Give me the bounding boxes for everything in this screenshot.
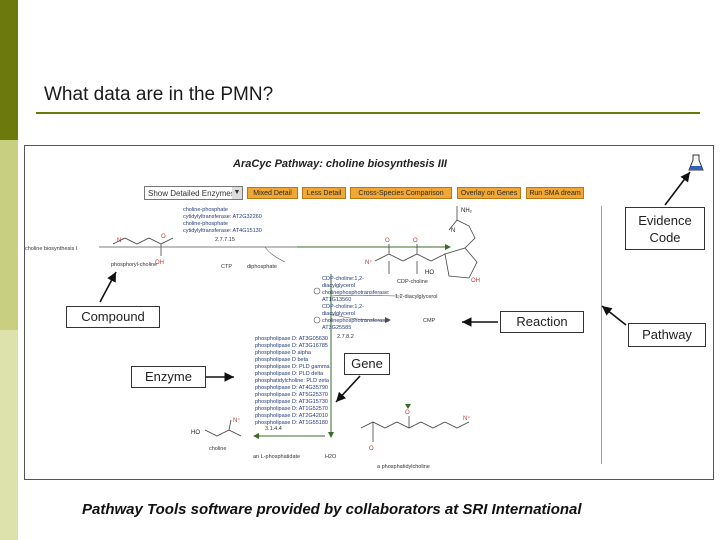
enzyme-list-middle[interactable]: CDP-choline:1,2- diacylglycerol cholinep… <box>322 276 390 332</box>
svg-text:O: O <box>405 410 410 416</box>
compound-phosphoryl-choline[interactable]: phosphoryl-choline <box>111 262 158 268</box>
enzyme-item[interactable]: phospholipase D: AT4G35790 <box>255 385 328 391</box>
overlay-on-genes-button[interactable]: Overlay on Genes <box>457 187 521 199</box>
svg-text:N⁺: N⁺ <box>463 415 471 422</box>
less-detail-button[interactable]: Less Detail <box>302 187 346 199</box>
enzyme-item[interactable]: diacylglycerol <box>322 311 356 317</box>
compound-cdp-choline[interactable]: CDP-choline <box>397 279 428 285</box>
enzyme-item[interactable]: phospholipase D: AT3G15730 <box>255 399 328 405</box>
svg-text:HO: HO <box>191 430 200 436</box>
pathway-title: AraCyc Pathway: choline biosynthesis III <box>233 158 447 170</box>
enzyme-item[interactable]: diacylglycerol <box>322 283 356 289</box>
svg-text:N: N <box>451 228 455 234</box>
ec-number-bottom[interactable]: 3.1.4.4 <box>265 426 282 432</box>
enzyme-item[interactable]: AT3G25585 <box>322 325 352 331</box>
svg-text:OH: OH <box>155 260 164 266</box>
compound-ctp[interactable]: CTP <box>221 264 232 270</box>
enzyme-item[interactable]: cytidylyltransferase: AT2G32260 <box>183 214 262 220</box>
enzyme-item[interactable]: phospholipase D: AT2G42010 <box>255 413 328 419</box>
compound-cmp[interactable]: CMP <box>423 318 436 324</box>
svg-text:OH: OH <box>471 278 480 284</box>
compound-diacylglycerol[interactable]: 1,2-diacylglycerol <box>395 294 438 300</box>
svg-text:N⁺: N⁺ <box>233 417 241 424</box>
compound-phosphatidylcholine[interactable]: a phosphatidylcholine <box>377 464 430 470</box>
compound-callout: Compound <box>66 306 160 328</box>
enzyme-item[interactable]: phosphatidylcholine: PLD zeta <box>255 378 329 384</box>
run-sma-dream-button[interactable]: Run SMA dream <box>526 187 584 199</box>
enzyme-item[interactable]: choline-phosphate <box>183 207 228 213</box>
slide-title: What data are in the PMN? <box>44 84 274 105</box>
pathway-callout: Pathway <box>628 323 706 347</box>
svg-text:O: O <box>413 238 418 244</box>
svg-text:O: O <box>369 446 374 452</box>
svg-text:O: O <box>385 238 390 244</box>
enzyme-item[interactable]: cytidylyltransferase: AT4G15130 <box>183 228 262 234</box>
ec-number-top[interactable]: 2.7.7.15 <box>215 237 235 243</box>
detail-level-select-value: Show Detailed Enzymes <box>148 189 235 198</box>
slide-footer: Pathway Tools software provided by colla… <box>82 501 582 518</box>
ec-number-middle[interactable]: 2.7.8.2 <box>337 334 354 340</box>
pathway-diagram: N⁺ O OH NH₂ N O O N⁺ HO OH <box>99 206 480 452</box>
enzyme-item[interactable]: cholinephosphotransferase: <box>322 290 390 296</box>
enzyme-item[interactable]: AT1G13560 <box>322 297 352 303</box>
reaction-callout: Reaction <box>500 311 584 333</box>
detail-level-select[interactable]: Show Detailed Enzymes ▼ <box>144 186 243 200</box>
enzyme-item[interactable]: phospholipase D: AT3G16785 <box>255 343 328 349</box>
svg-text:O: O <box>161 234 166 240</box>
enzyme-list-top[interactable]: choline-phosphate cytidylyltransferase: … <box>183 207 262 235</box>
enzyme-item[interactable]: phospholipase D: AT3G05630 <box>255 336 328 342</box>
compound-diphosphate[interactable]: diphosphate <box>247 264 277 270</box>
enzyme-list-bottom[interactable]: phospholipase D: AT3G05630 phospholipase… <box>255 336 330 427</box>
svg-text:HO: HO <box>425 270 434 276</box>
evidence-flask-icon[interactable] <box>687 153 705 173</box>
compound-choline[interactable]: choline <box>209 446 227 452</box>
sidebar-accent-middle <box>0 140 18 330</box>
sidebar-accent-bottom <box>0 330 18 540</box>
cross-species-comparison-button[interactable]: Cross-Species Comparison <box>350 187 452 199</box>
more-detail-button[interactable]: Mixed Detail <box>247 187 298 199</box>
compound-phosphatidate[interactable]: an L-phosphatidate <box>253 454 301 460</box>
enzyme-item[interactable]: phospholipase D: PLD delta <box>255 371 324 377</box>
compound-water[interactable]: H2O <box>325 454 337 460</box>
svg-text:N⁺: N⁺ <box>365 259 373 266</box>
enzyme-item[interactable]: cholinephosphotransferase: <box>322 318 390 324</box>
enzyme-item[interactable]: phospholipase D: AT1G52570 <box>255 406 328 412</box>
pathway-frame-border <box>601 206 602 464</box>
enzyme-item[interactable]: phospholipase D: PLD gamma <box>255 364 330 370</box>
evidence-code-callout: Evidence Code <box>625 207 705 250</box>
enzyme-item[interactable]: phospholipase D alpha <box>255 350 311 356</box>
gene-callout: Gene <box>344 353 390 375</box>
svg-text:N⁺: N⁺ <box>117 237 125 244</box>
enzyme-item[interactable]: CDP-choline:1,2- <box>322 276 364 282</box>
svg-text:NH₂: NH₂ <box>461 208 473 214</box>
upstream-pathway-link[interactable]: choline biosynthesis I <box>25 246 78 252</box>
enzyme-item[interactable]: phospholipase D: AT1G55180 <box>255 420 328 426</box>
enzyme-item[interactable]: CDP-choline:1,2- <box>322 304 364 310</box>
enzyme-item[interactable]: phospholipase D beta <box>255 357 309 363</box>
sidebar-accent-top <box>0 0 18 140</box>
enzyme-item[interactable]: phospholipase D: AT5G25370 <box>255 392 328 398</box>
chevron-down-icon: ▼ <box>232 187 242 199</box>
enzyme-callout: Enzyme <box>131 366 206 388</box>
enzyme-item[interactable]: choline-phosphate <box>183 221 228 227</box>
title-underline <box>36 112 700 114</box>
